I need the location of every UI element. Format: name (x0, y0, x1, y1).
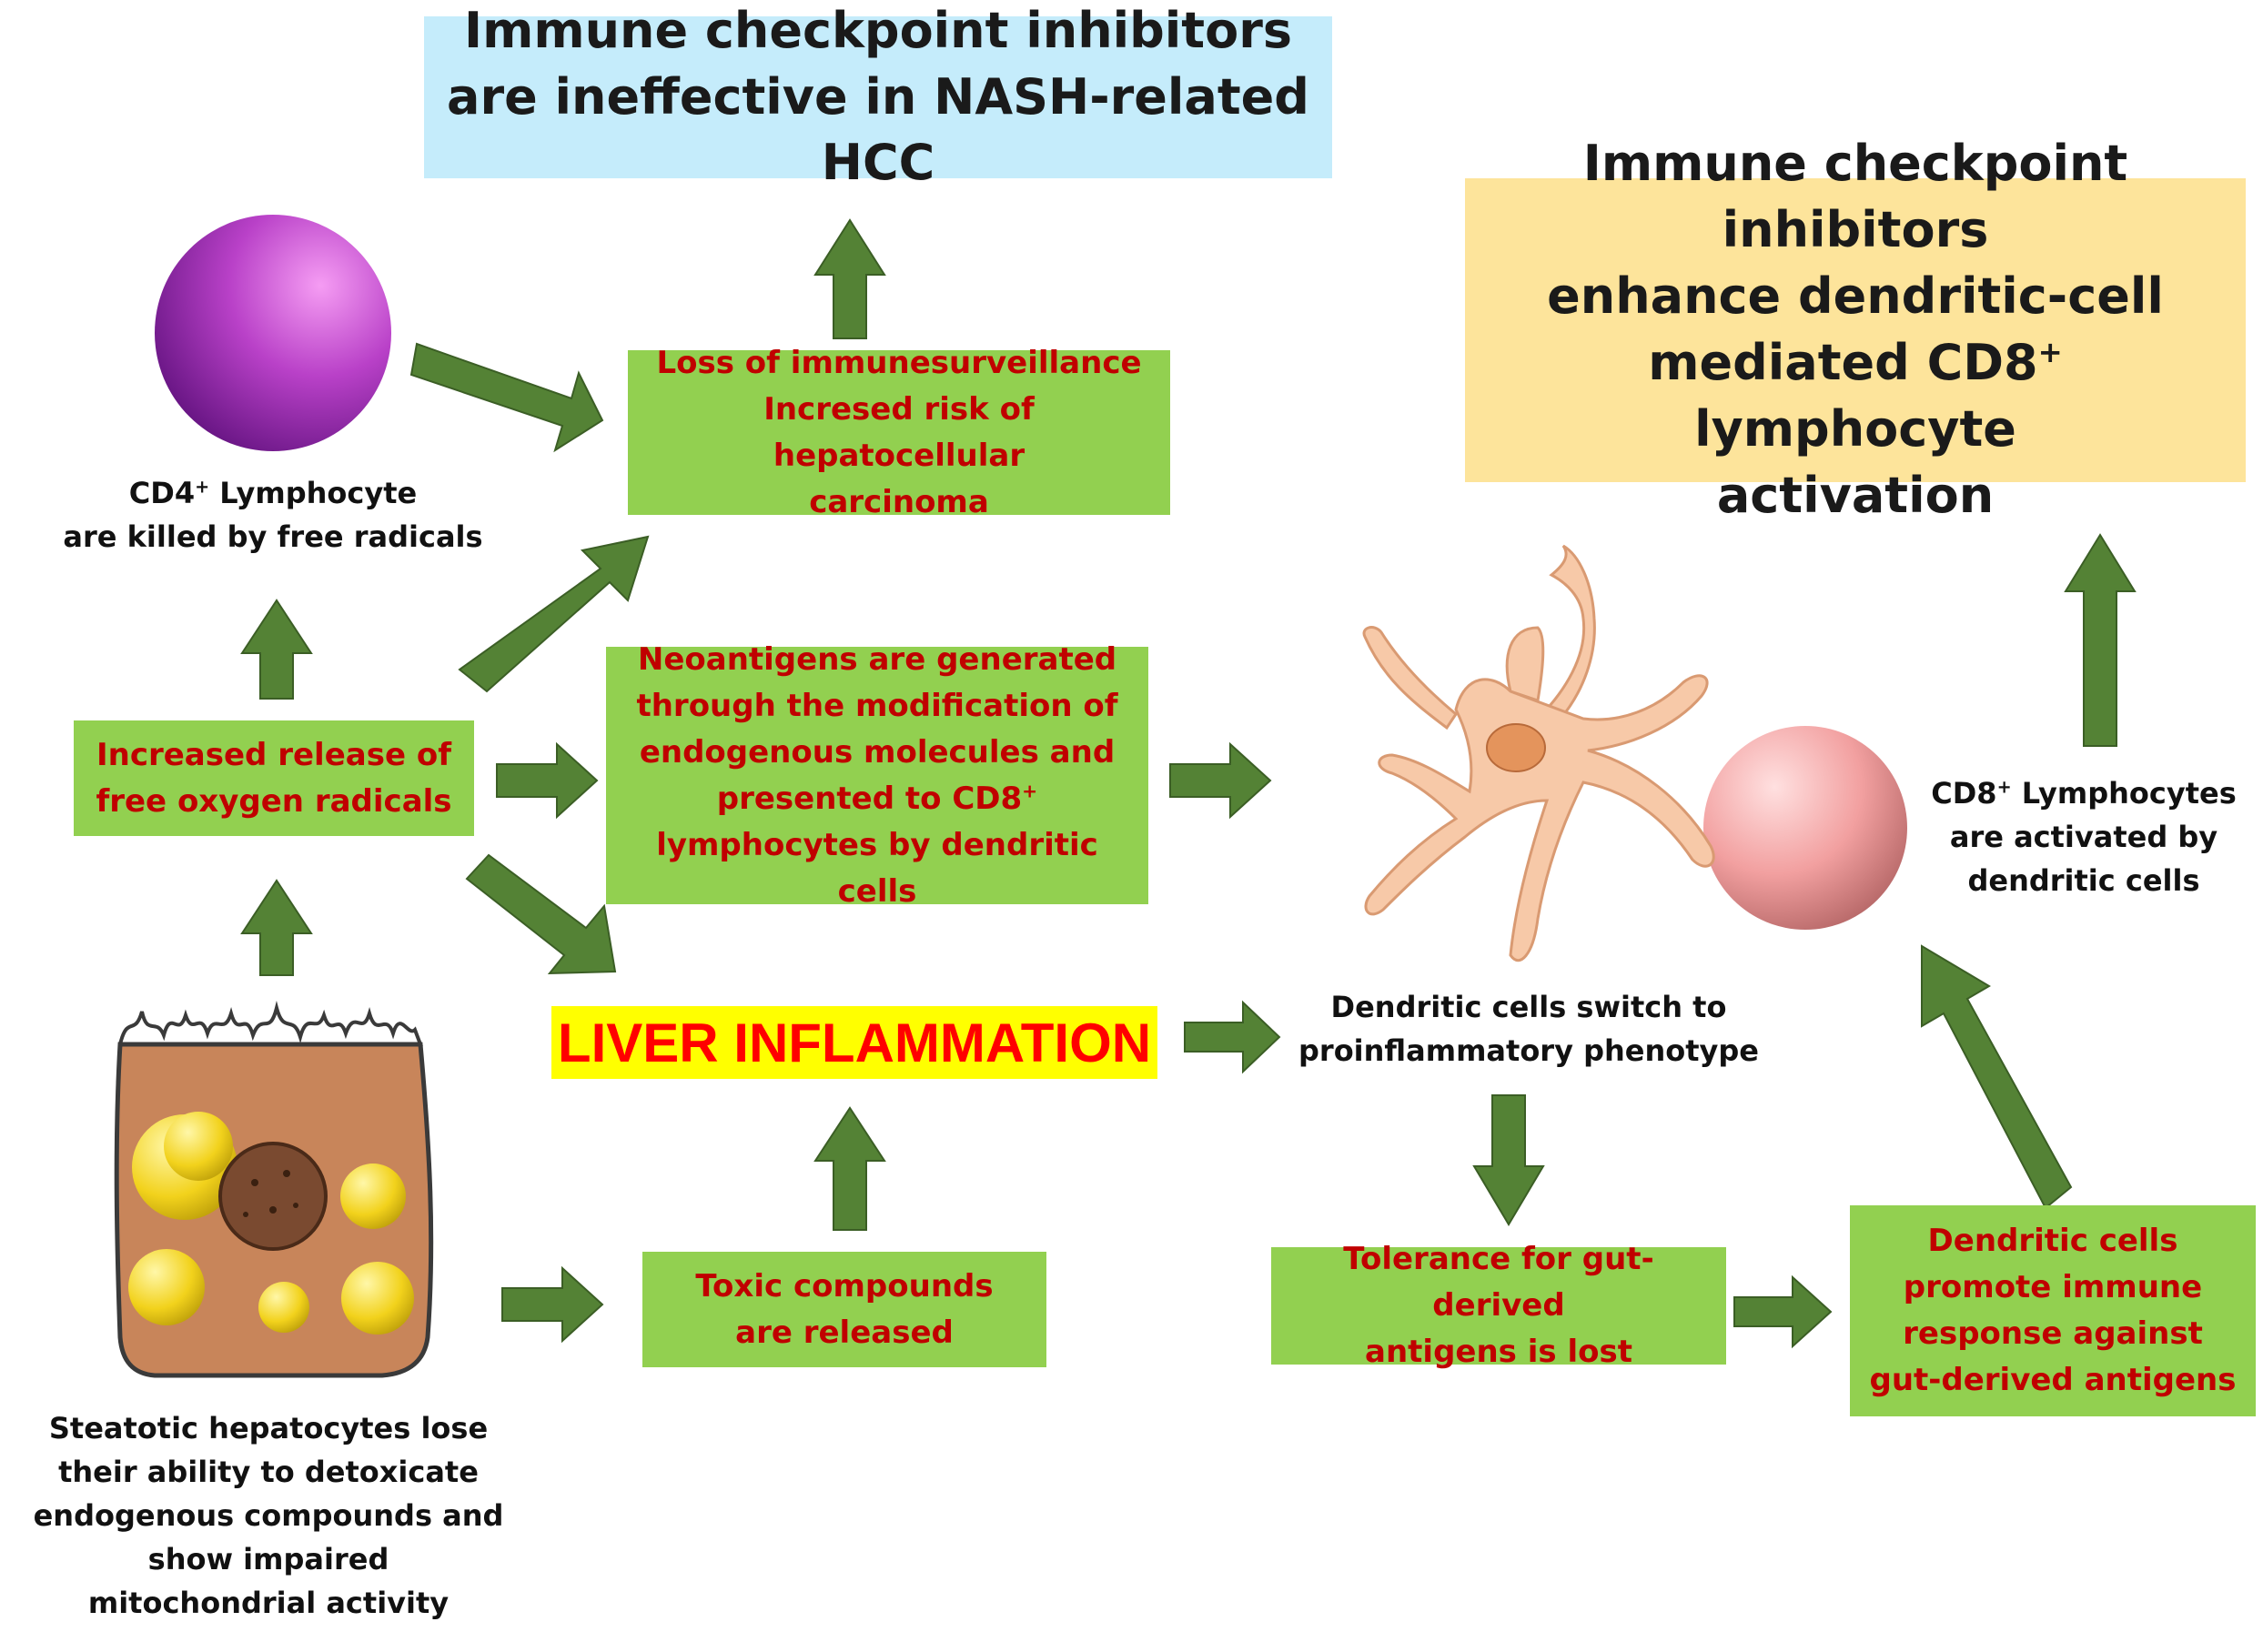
hepatocyte-caption-line4: show impaired (147, 1542, 389, 1576)
promote-line4: gut-derived antigens (1869, 1362, 2237, 1398)
promote-box: Dendritic cells promote immune response … (1850, 1205, 2256, 1416)
promote-line1: Dendritic cells (1927, 1223, 2178, 1259)
cd8-caption-line1: CD8+ Lymphocytes (1931, 776, 2237, 811)
cd8-lymphocyte-icon (1703, 726, 1907, 930)
arrow-cd8-up-to-right-title (2064, 533, 2137, 747)
arrow-up-to-left-title (813, 218, 886, 339)
arrow-hepatocyte-to-toxic (501, 1265, 604, 1344)
hepatocyte-caption-line5: mitochondrial activity (87, 1586, 450, 1620)
liver-inflammation-label: LIVER INFLAMMATION (551, 1006, 1157, 1079)
cd4-caption: CD4+ Lymphocyte are killed by free radic… (36, 471, 510, 559)
right-title-line3: mediated CD8+ lymphocyte (1648, 334, 2063, 458)
immunosurveillance-line2: Incresed risk of hepatocellular (763, 390, 1035, 474)
arrow-radicals-to-immunosurveillance (458, 535, 650, 693)
tolerance-line2: antigens is lost (1365, 1334, 1632, 1370)
arrow-neoantigens-to-dendritic (1169, 741, 1272, 820)
arrow-radicals-to-inflammation (465, 853, 617, 975)
right-title-line1: Immune checkpoint inhibitors (1582, 135, 2128, 259)
right-title-box: Immune checkpoint inhibitors enhance den… (1465, 135, 2246, 524)
hepatocyte-caption-line2: their ability to detoxicate (58, 1455, 479, 1489)
cd4-caption-line1: CD4+ Lymphocyte (128, 476, 418, 510)
hepatocyte-caption-line1: Steatotic hepatocytes lose (48, 1411, 489, 1446)
cd4-lymphocyte-icon (155, 215, 391, 451)
left-title-line1: Immune checkpoint inhibitors (463, 1, 1292, 59)
arrow-promote-to-cd8 (1921, 944, 2073, 1210)
arrow-radicals-to-neoantigens (496, 741, 599, 820)
arrow-tolerance-to-promote (1733, 1274, 1833, 1349)
arrow-cd4-to-immunosurveillance (409, 342, 604, 453)
neoantigens-box: Neoantigens are generated through the mo… (606, 641, 1148, 910)
dendritic-cell-icon (1362, 544, 1715, 962)
dendritic-caption-line2: proinflammatory phenotype (1298, 1033, 1759, 1068)
arrow-inflammation-to-dendritic (1184, 1000, 1281, 1074)
left-title-box: Immune checkpoint inhibitors are ineffec… (424, 2, 1332, 191)
right-title-line2: enhance dendritic-cell (1547, 267, 2164, 326)
cd8-caption: CD8+ Lymphocytes are activated by dendri… (1902, 771, 2263, 902)
neoantigens-line3: endogenous molecules and (639, 733, 1116, 771)
hepatocyte-icon (114, 1001, 434, 1378)
immunosurveillance-line1: Loss of immunesurveillance (656, 344, 1142, 381)
toxic-box: Toxic compounds are released (642, 1252, 1046, 1367)
cd8-caption-line3: dendritic cells (1967, 863, 2200, 898)
radicals-line2: free oxygen radicals (96, 782, 452, 820)
arrow-hepatocyte-up-to-radicals (240, 879, 313, 976)
arrow-toxic-up-to-inflammation (813, 1106, 886, 1231)
radicals-box: Increased release of free oxygen radical… (74, 720, 474, 836)
promote-line3: response against (1903, 1315, 2203, 1352)
neoantigens-line5: lymphocytes by dendritic cells (656, 826, 1098, 910)
neoantigens-line1: Neoantigens are generated (637, 640, 1117, 678)
hepatocyte-caption-line3: endogenous compounds and (33, 1498, 504, 1533)
toxic-line2: are released (735, 1314, 954, 1351)
hepatocyte-caption: Steatotic hepatocytes lose their ability… (0, 1406, 537, 1625)
cd8-caption-line2: are activated by (1949, 820, 2218, 854)
dendritic-caption: Dendritic cells switch to proinflammator… (1274, 985, 1783, 1073)
arrow-dendritic-down-to-tolerance (1472, 1094, 1545, 1226)
promote-line2: promote immune (1903, 1269, 2203, 1305)
immunosurveillance-line3: carcinoma (809, 483, 989, 520)
arrow-radicals-up-to-cd4 (240, 599, 313, 700)
dendritic-caption-line1: Dendritic cells switch to (1330, 990, 1727, 1024)
left-title-line2: are ineffective in NASH-related HCC (447, 67, 1309, 192)
immunosurveillance-box: Loss of immunesurveillance Incresed risk… (628, 345, 1170, 520)
tolerance-line1: Tolerance for gut-derived (1343, 1241, 1654, 1324)
right-title-line4: activation (1716, 466, 1995, 524)
neoantigens-line2: through the modification of (636, 687, 1118, 724)
radicals-line1: Increased release of (96, 736, 451, 773)
tolerance-box: Tolerance for gut-derived antigens is lo… (1271, 1241, 1726, 1370)
neoantigens-line4: presented to CD8+ (716, 780, 1038, 817)
toxic-line1: Toxic compounds (695, 1267, 994, 1304)
cd4-caption-line2: are killed by free radicals (63, 519, 483, 554)
